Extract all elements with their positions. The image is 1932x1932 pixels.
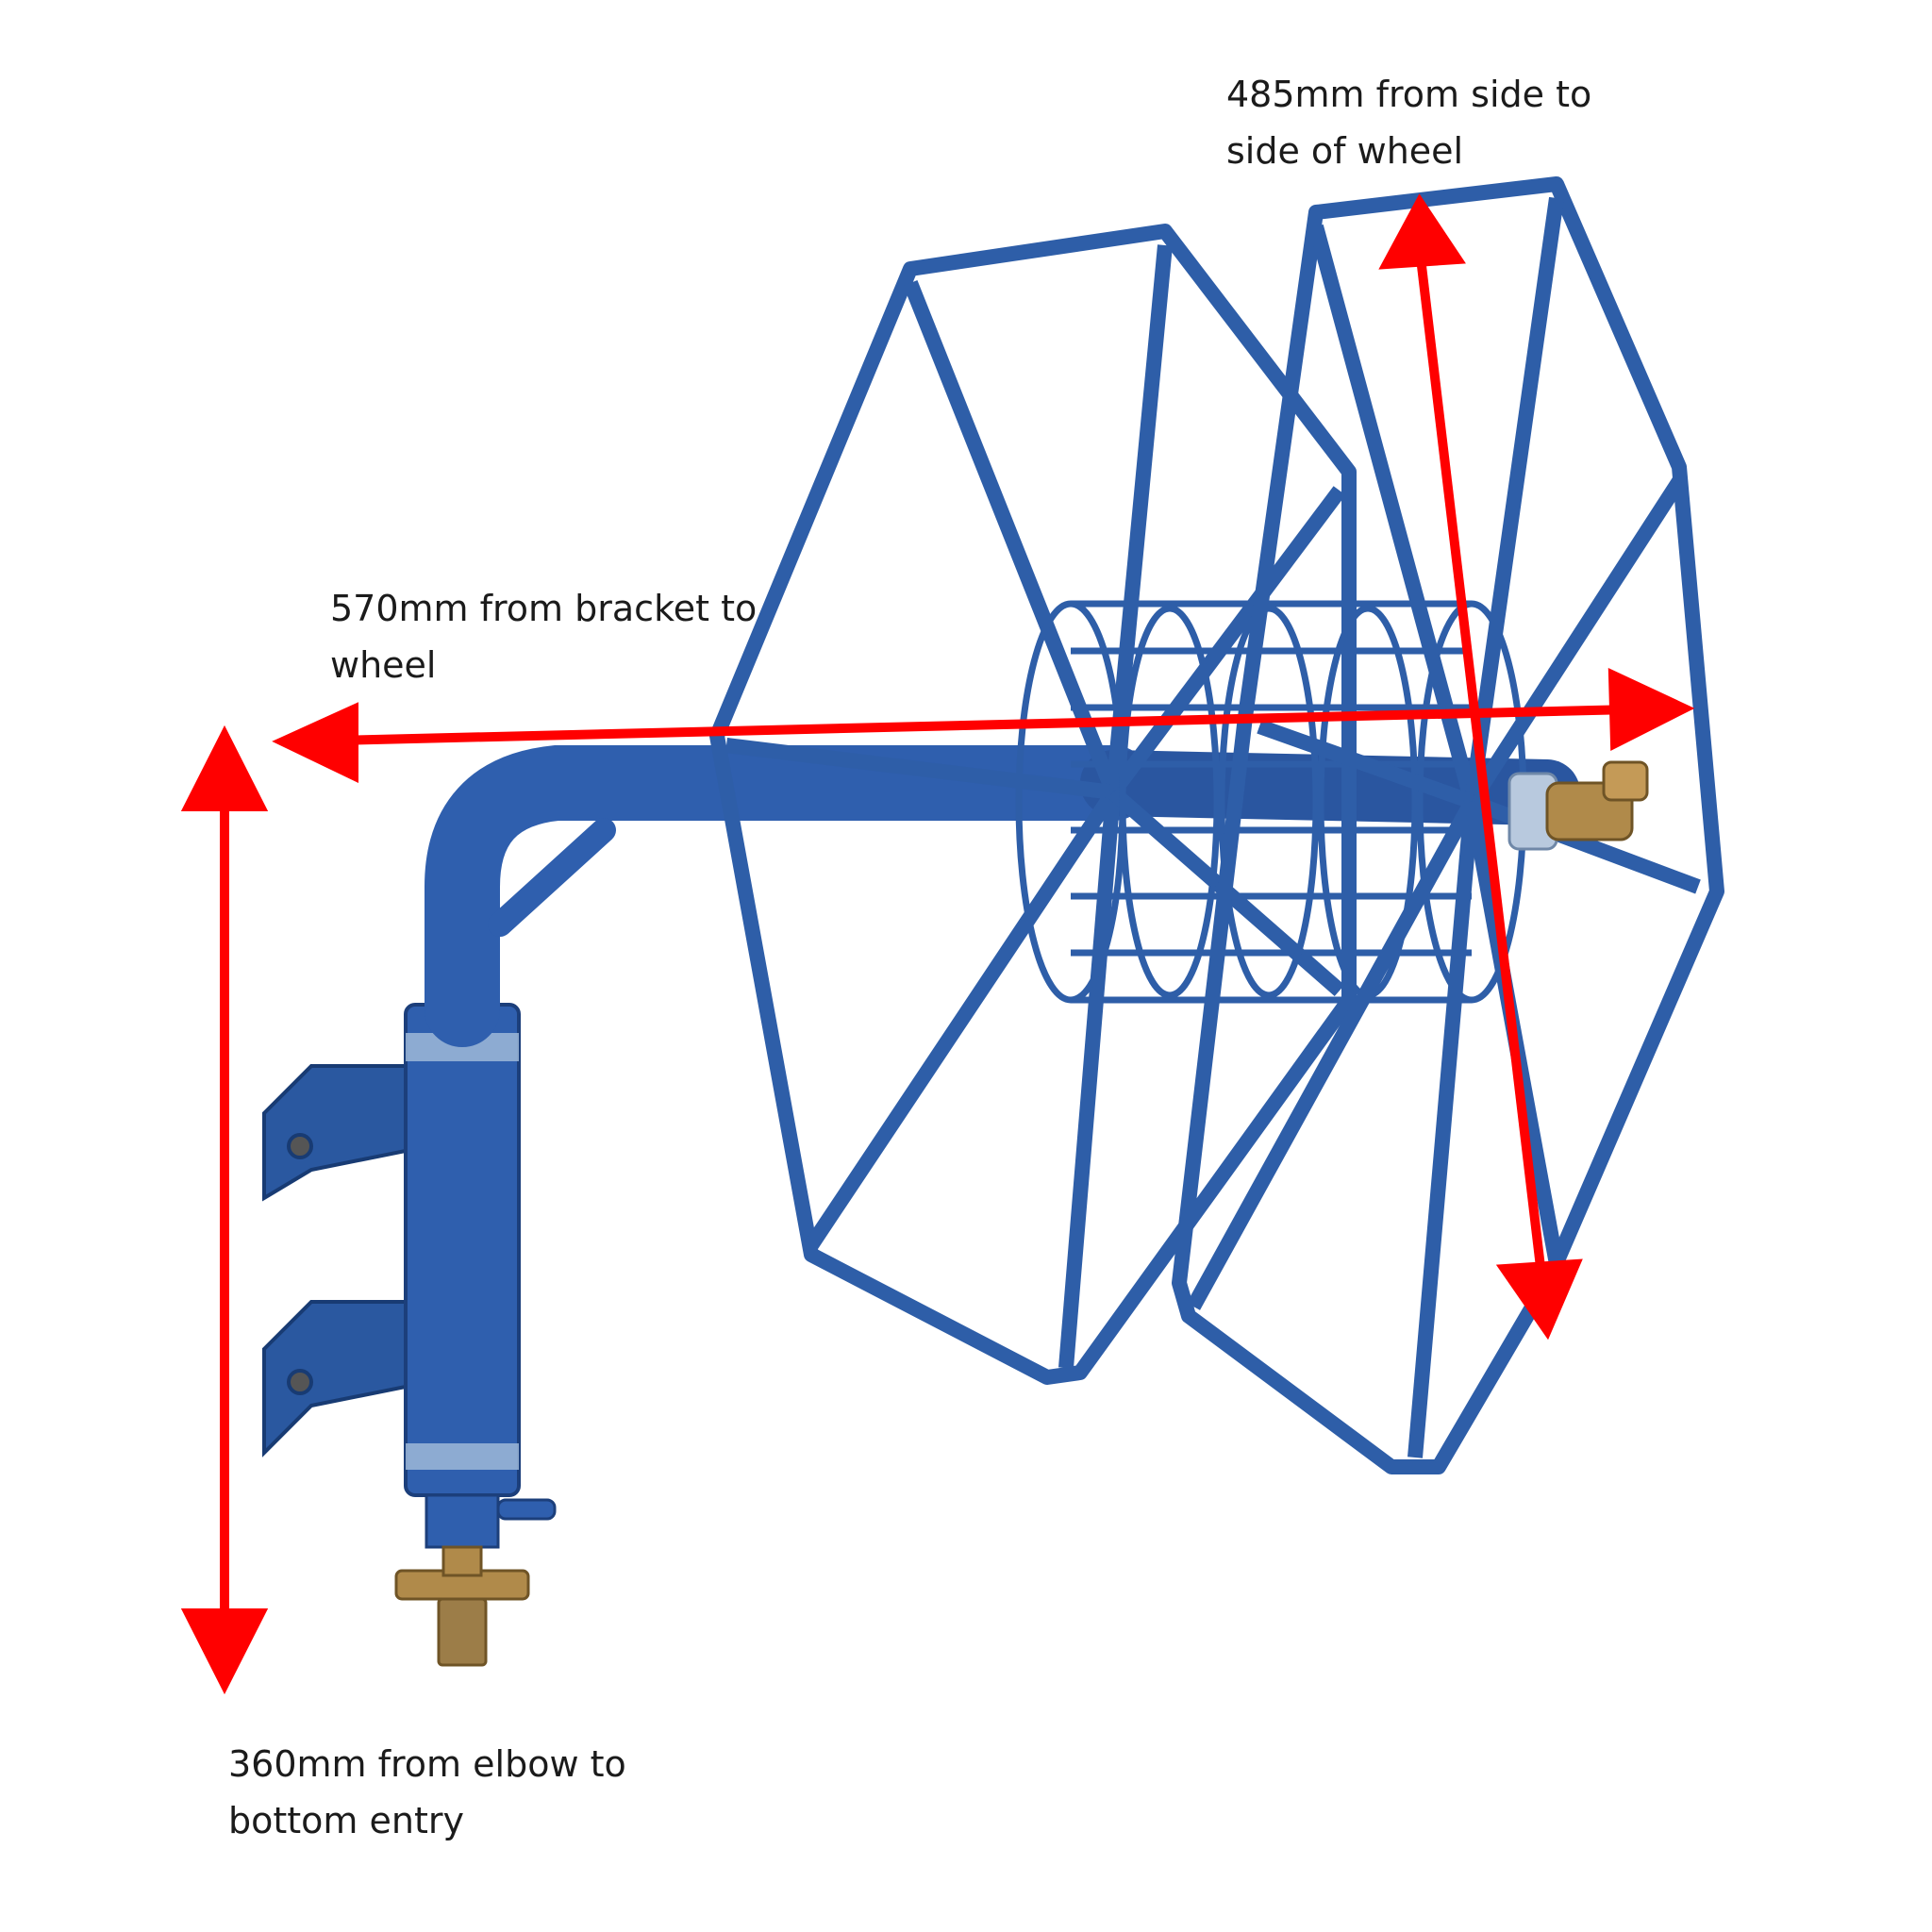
elbow-to-entry-label: 360mm from elbow to bottom entry [228,1743,626,1841]
arrow-bracket-to-wheel [334,705,1633,745]
reel-drum-cage [1015,600,1527,1004]
arrowhead-bracket-left [272,702,358,783]
reel-hub [1507,760,1649,851]
arrowhead-wheel-width-bottom [1495,1258,1583,1341]
arrowhead-wheel-width-top [1378,193,1466,270]
wheel-width-label: 485mm from side to side of wheel [1226,74,1592,172]
reel-wheel-front [1172,176,1724,1474]
vertical-post [394,1003,557,1667]
bracket-to-wheel-label: 570mm from bracket to wheel [330,588,758,686]
wall-bracket [262,1064,408,1457]
arrowhead-elbow-bottom [180,1608,269,1695]
arrowhead-elbow-top [180,724,269,811]
dimension-arrows [180,193,1695,1695]
arrowhead-bracket-right [1607,668,1695,752]
arrow-wheel-width [1415,249,1547,1284]
